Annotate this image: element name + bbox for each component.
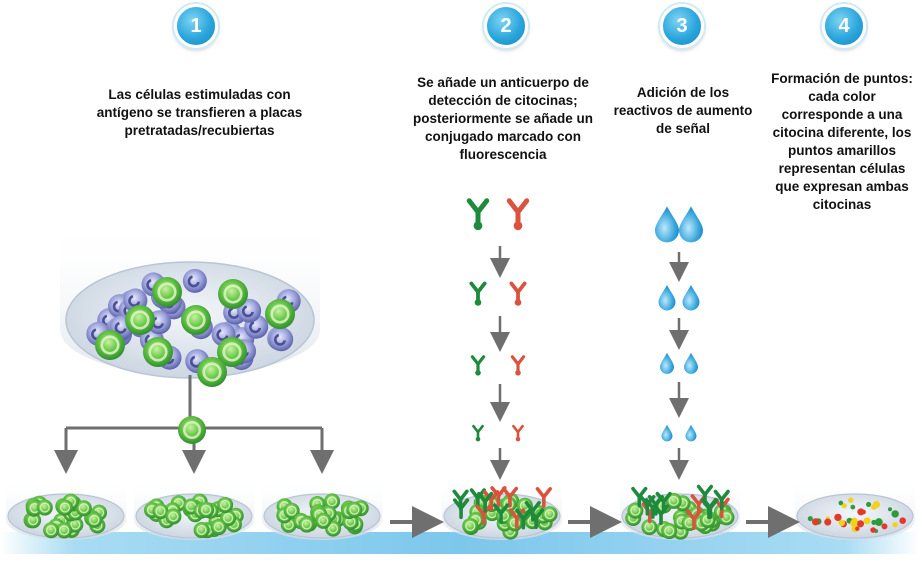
cytokine-spot: [881, 523, 888, 530]
reagent-drop: [658, 284, 676, 311]
green-cell: [314, 512, 333, 530]
green-cell: [150, 275, 184, 309]
blue-cell: [181, 267, 209, 295]
red-antibody: [509, 201, 527, 231]
reagent-drop: [684, 352, 698, 374]
green-cell: [540, 505, 559, 523]
cytokine-spot: [824, 518, 832, 526]
cytokine-spot: [812, 518, 820, 526]
cytokine-spot: [850, 504, 856, 510]
green-cell: [216, 277, 250, 311]
reagent-drop: [679, 206, 703, 243]
step-4-text: Formación de puntos: cada color correspo…: [771, 71, 913, 212]
red-antibody: [509, 281, 527, 306]
cytokine-spot: [863, 517, 871, 525]
reagent-drop: [682, 284, 700, 311]
cytokine-spot: [870, 527, 877, 533]
green-cell: [123, 303, 157, 337]
cytokine-spot: [870, 504, 877, 510]
green-antibody: [472, 424, 484, 442]
green-cell: [179, 303, 213, 337]
step-1-badge: 1: [174, 4, 218, 48]
step-2-badge: 2: [484, 4, 528, 48]
green-cell: [297, 515, 316, 534]
reagent-drops-column: [655, 206, 703, 480]
cytokine-spot: [850, 519, 858, 527]
green-cell: [216, 496, 234, 514]
step-1-text: Las células estimuladas con antígeno se …: [96, 87, 303, 138]
spot-well: [795, 478, 915, 540]
membrane-strip: [0, 532, 919, 554]
enhanced-well: [620, 478, 740, 541]
green-cell: [93, 328, 127, 362]
cytokine-spot: [807, 516, 813, 522]
green-cell: [197, 501, 215, 519]
green-cell: [141, 335, 175, 369]
green-cell: [164, 507, 183, 526]
step-4-badge: 4: [822, 4, 866, 48]
reagent-drop: [661, 424, 673, 442]
cytokine-spot: [887, 507, 893, 512]
step-3-badge: 3: [660, 4, 704, 48]
red-antibody: [512, 424, 524, 442]
cytokine-spot: [891, 510, 899, 518]
green-cell: [263, 297, 297, 331]
cytokine-spot: [899, 517, 906, 524]
green-cell: [56, 498, 74, 517]
cytokine-spot: [892, 522, 898, 528]
cytokine-spot: [857, 508, 865, 516]
seeded-well: [134, 478, 254, 540]
green-cell: [461, 517, 480, 535]
green-cell: [209, 518, 228, 536]
step-3-text: Adición de los reactivos de aumento de s…: [613, 85, 753, 136]
green-antibody: [470, 355, 486, 376]
red-antibody: [510, 355, 526, 376]
cytokine-spot: [838, 500, 844, 506]
blue-cell: [267, 325, 295, 353]
cytokine-spot: [841, 503, 847, 509]
antibody-well: [442, 478, 562, 541]
green-cell: [192, 521, 211, 539]
green-antibody: [469, 281, 487, 306]
cytokine-spot: [874, 518, 883, 527]
cell-mixture-dish: [60, 218, 320, 389]
cytokine-spot: [855, 526, 860, 531]
seeded-well: [6, 478, 126, 540]
green-cell: [42, 521, 60, 539]
cytokine-spot: [866, 501, 872, 507]
cytokine-spot: [856, 520, 865, 528]
step-2-text: Se añade un anticuerpo de detección de c…: [412, 75, 594, 162]
reagent-drop: [685, 424, 697, 442]
single-green-cell: [176, 414, 208, 446]
green-cell: [660, 522, 678, 540]
green-cell: [195, 355, 229, 389]
cytokine-spot: [848, 497, 854, 503]
cytokine-spot: [834, 513, 842, 522]
green-cell: [36, 498, 54, 517]
antibody-addition-column: [469, 201, 527, 480]
green-antibody: [469, 201, 487, 231]
seeded-well: [262, 478, 382, 540]
cytokine-spot: [838, 519, 845, 527]
reagent-drop: [655, 206, 679, 243]
reagent-drop: [660, 352, 674, 374]
green-cell: [345, 501, 364, 519]
